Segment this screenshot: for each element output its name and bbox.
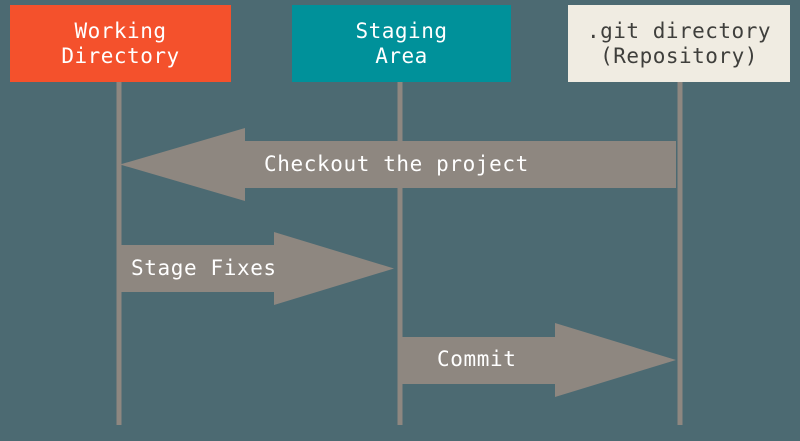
lifeline-repository — [677, 82, 683, 425]
node-staging-area[interactable]: Staging Area — [292, 5, 511, 82]
node-working-directory-line2: Directory — [61, 43, 180, 68]
lifeline-staging-area — [397, 82, 403, 425]
lifeline-working-directory — [116, 82, 122, 425]
arrow-label-checkout: Checkout the project — [264, 152, 529, 176]
node-staging-area-line2: Area — [375, 43, 428, 68]
node-working-directory-line1: Working — [74, 18, 167, 43]
arrow-label-stage-fixes: Stage Fixes — [131, 256, 277, 280]
node-box-fill-staging-area — [292, 5, 511, 82]
node-git-repository-line1: .git directory — [586, 18, 771, 43]
node-box-fills — [10, 5, 790, 82]
node-working-directory[interactable]: Working Directory — [10, 5, 231, 82]
node-box-fill-repository — [568, 5, 790, 82]
lifelines-group — [116, 82, 683, 425]
node-git-repository-line2: (Repository) — [600, 43, 758, 68]
arrow-stage-fixes — [120, 232, 394, 305]
node-staging-area-line1: Staging — [355, 18, 448, 43]
arrow-checkout — [120, 128, 676, 201]
node-git-repository[interactable]: .git directory (Repository) — [568, 5, 790, 82]
node-box-fill-working-directory — [10, 5, 231, 82]
arrow-commit — [400, 323, 676, 397]
arrows-group — [120, 128, 676, 397]
arrow-label-commit: Commit — [437, 347, 517, 371]
